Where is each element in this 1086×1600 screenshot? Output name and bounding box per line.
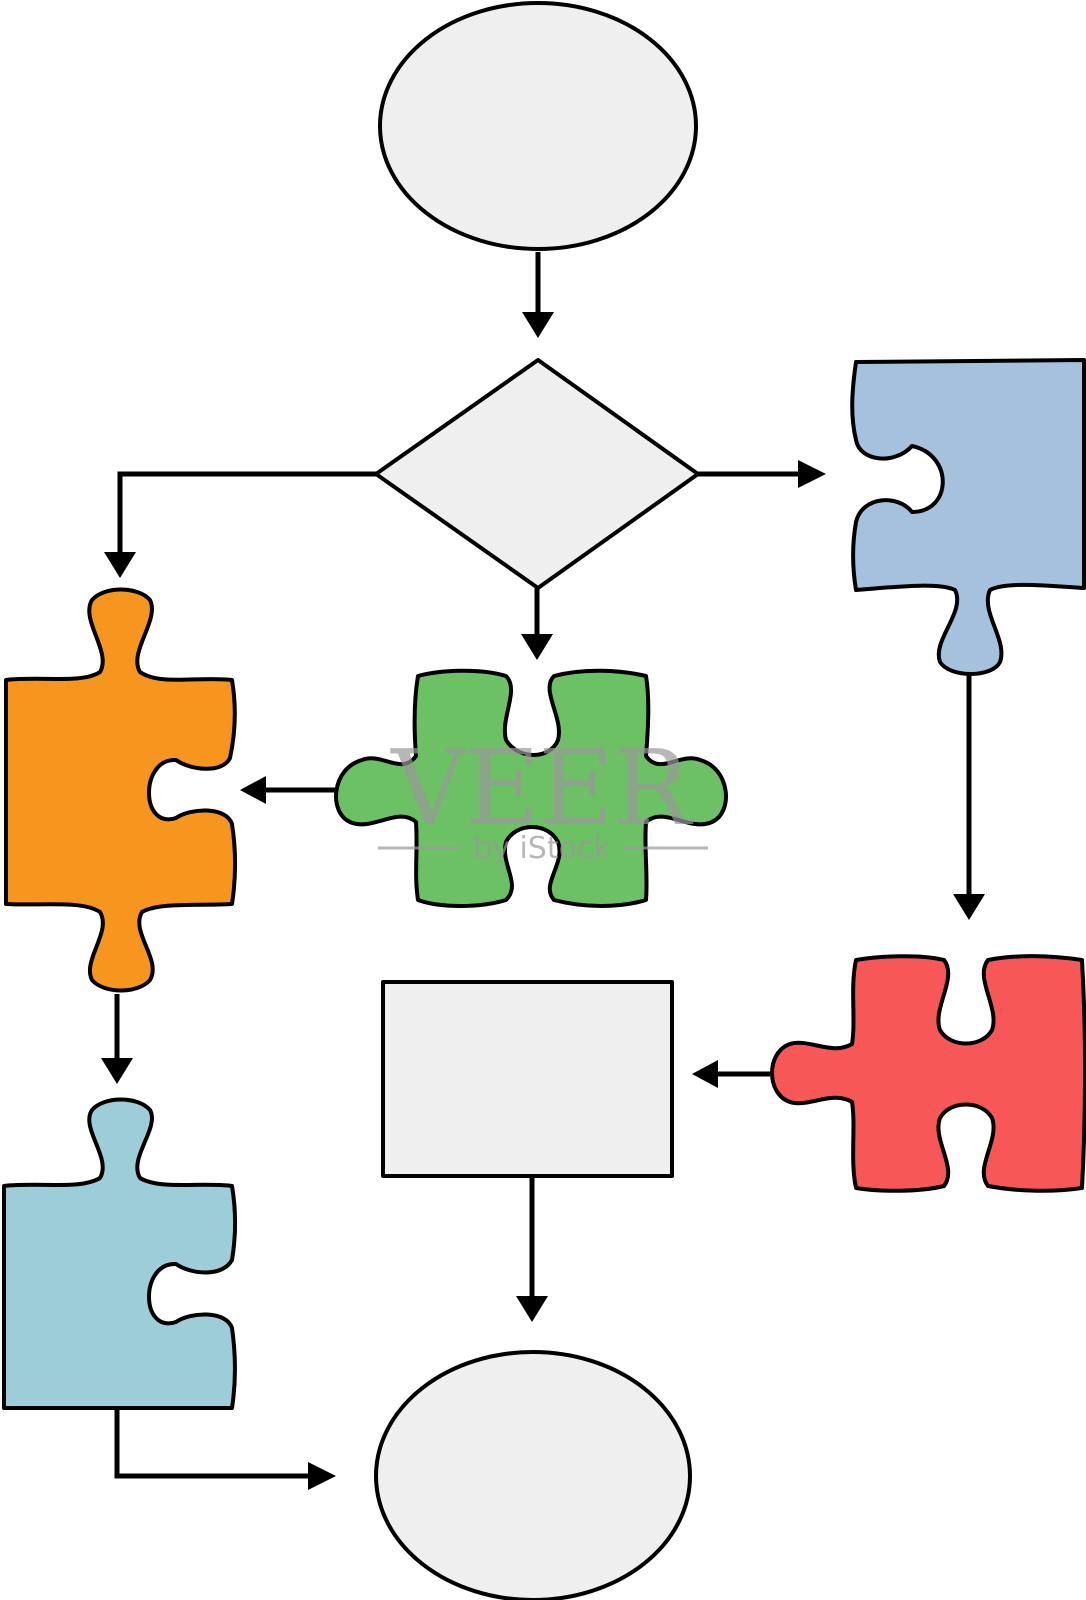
puzzle-piece-teal xyxy=(2,1097,237,1410)
arrow-orange-to-teal xyxy=(101,994,133,1084)
arrow-green-to-orange xyxy=(240,776,336,804)
decision-diamond xyxy=(374,358,700,590)
process-rectangle xyxy=(381,980,674,1178)
start-oval xyxy=(378,1,698,251)
arrow-decision-to-blue xyxy=(698,460,826,488)
arrow-start-to-decision xyxy=(522,252,554,338)
watermark-byline: by iStock xyxy=(473,831,611,866)
puzzle-piece-blue xyxy=(850,358,1086,676)
arrow-decision-to-green xyxy=(521,588,553,660)
watermark: VEER by iStock xyxy=(378,727,708,866)
watermark-brand: VEER xyxy=(389,727,693,849)
arrow-blue-to-red xyxy=(953,672,985,920)
puzzle-piece-orange xyxy=(4,587,237,993)
arrow-red-to-process xyxy=(692,1060,770,1088)
puzzle-piece-red xyxy=(770,954,1086,1193)
connectors xyxy=(101,252,985,1490)
arrow-decision-to-orange xyxy=(104,471,376,578)
end-oval xyxy=(374,1350,692,1600)
arrow-teal-to-end xyxy=(114,1410,336,1490)
arrow-process-to-end xyxy=(516,1178,548,1322)
